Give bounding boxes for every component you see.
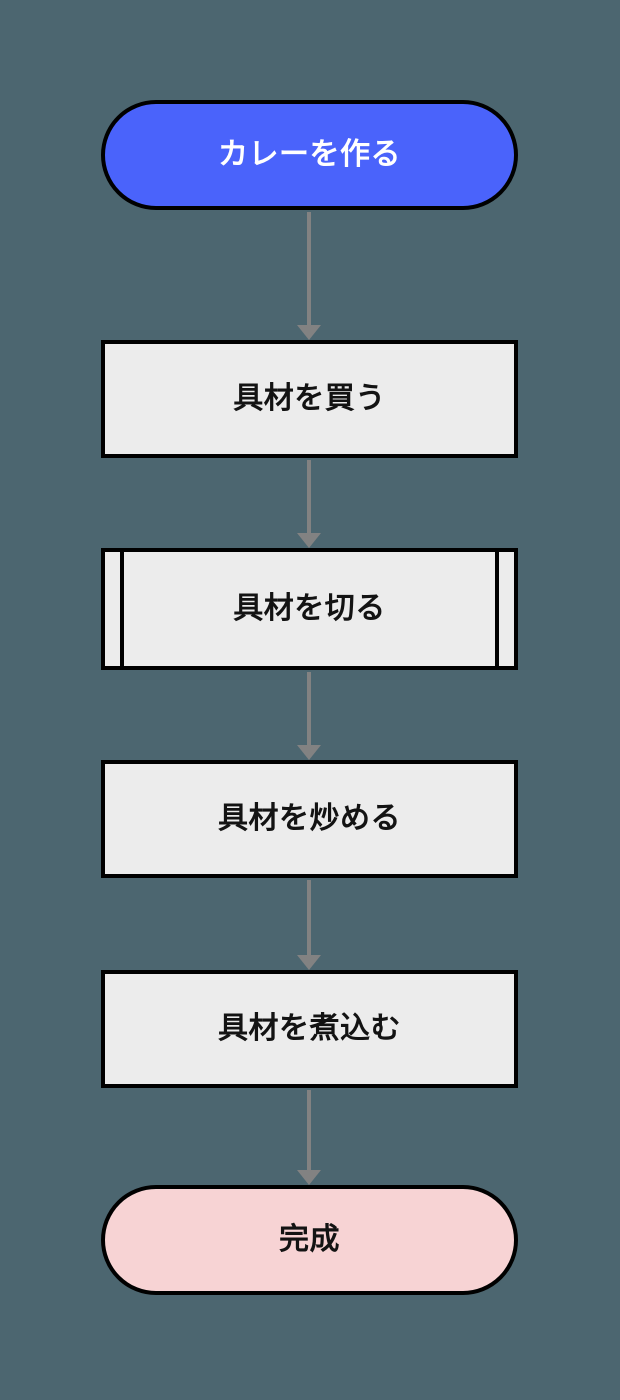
flowchart-node-done[interactable]: 完成 <box>101 1185 518 1295</box>
flowchart-node-simmer[interactable]: 具材を煮込む <box>101 970 518 1088</box>
node-label: 具材を買う <box>233 382 386 415</box>
edge-line <box>307 212 311 325</box>
edge-line <box>307 880 311 955</box>
node-label: カレーを作る <box>218 138 401 171</box>
node-label: 完成 <box>279 1223 340 1256</box>
flowchart-node-cut[interactable]: 具材を切る <box>101 548 518 670</box>
arrowhead-icon <box>297 1170 321 1185</box>
flowchart-node-start[interactable]: カレーを作る <box>101 100 518 210</box>
edge-line <box>307 672 311 745</box>
arrowhead-icon <box>297 325 321 340</box>
flowchart-node-fry[interactable]: 具材を炒める <box>101 760 518 878</box>
edge-line <box>307 460 311 533</box>
arrowhead-icon <box>297 955 321 970</box>
node-label: 具材を切る <box>233 592 386 625</box>
node-label: 具材を煮込む <box>218 1012 401 1045</box>
flowchart-node-buy[interactable]: 具材を買う <box>101 340 518 458</box>
arrowhead-icon <box>297 533 321 548</box>
edge-line <box>307 1090 311 1170</box>
node-label: 具材を炒める <box>218 802 401 835</box>
arrowhead-icon <box>297 745 321 760</box>
